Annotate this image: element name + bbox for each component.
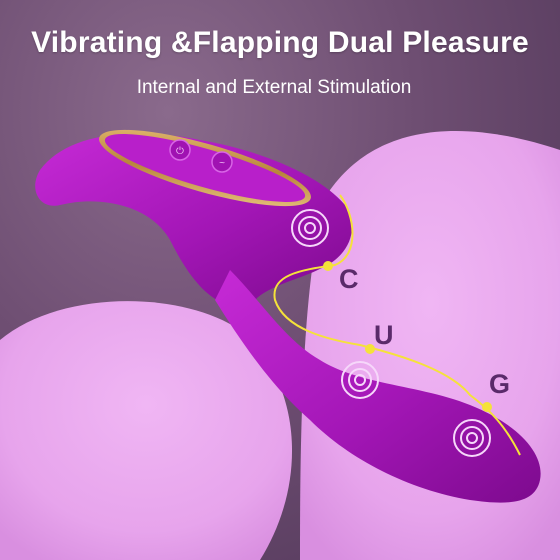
vibration-ring-icon bbox=[341, 361, 379, 399]
zone-g-marker bbox=[482, 402, 492, 412]
zone-label-u: U bbox=[374, 320, 394, 350]
power-button-icon[interactable]: ⏻ bbox=[169, 139, 191, 161]
control-panel bbox=[104, 134, 306, 202]
zone-c-marker bbox=[323, 261, 333, 271]
zone-label-g: G bbox=[489, 369, 511, 399]
pink-blob-left bbox=[0, 301, 293, 560]
zone-label-c: C bbox=[339, 264, 359, 294]
mode-button-icon[interactable]: ~ bbox=[211, 151, 233, 173]
svg-text:~: ~ bbox=[219, 158, 225, 169]
subheadline: Internal and External Stimulation bbox=[136, 77, 412, 98]
vibration-ring-icon bbox=[291, 209, 329, 247]
zone-path-line bbox=[273, 194, 521, 456]
svg-text:⏻: ⏻ bbox=[176, 146, 184, 157]
vibration-ring-icon bbox=[453, 419, 491, 457]
headline: Vibrating &Flapping Dual Pleasure bbox=[31, 26, 529, 59]
zone-u-marker bbox=[365, 344, 375, 354]
